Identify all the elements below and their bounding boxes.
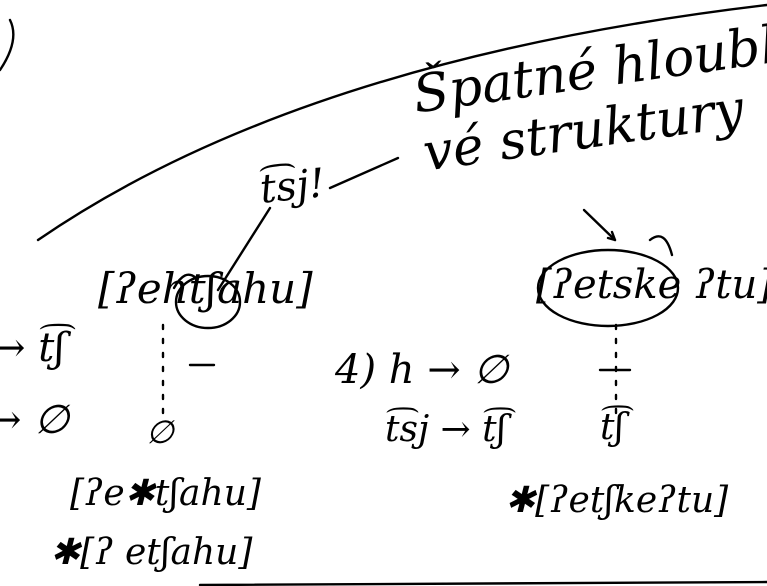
right-underlying-form: [ʔetske ʔtu] bbox=[536, 262, 767, 308]
arrow-to-right-circle bbox=[582, 208, 617, 242]
arrow-to-left-circle bbox=[216, 206, 272, 292]
top-left-arc-stroke bbox=[0, 18, 15, 72]
left-circle bbox=[174, 274, 242, 330]
tsj-label: t͡sj! bbox=[257, 160, 328, 213]
left-node-null: ∅ bbox=[146, 413, 174, 451]
right-curl bbox=[648, 235, 674, 257]
right-node-tsh: t͡ʃ bbox=[600, 407, 625, 448]
right-surface-form: ✱[ʔetʃkeʔtu] bbox=[505, 480, 729, 521]
rule-h-deletion: 4) h → ∅ bbox=[335, 347, 509, 393]
left-curl bbox=[172, 273, 198, 290]
left-rule-null: → ∅ bbox=[0, 397, 70, 443]
bottom-rule bbox=[198, 580, 767, 586]
dash-to-tsj bbox=[328, 156, 400, 190]
left-underlying-form: [ʔehtʃahu] bbox=[98, 264, 313, 313]
right-arrow-head bbox=[606, 230, 617, 242]
right-circle bbox=[536, 248, 680, 328]
large-sweeping-arc bbox=[36, 3, 767, 242]
left-surface-form-2: ✱[ʔ etʃahu] bbox=[50, 532, 253, 573]
left-rule-tsh: → t͡ʃ bbox=[0, 325, 66, 371]
left-surface-form-1: [ʔe✱tʃahu] bbox=[70, 473, 261, 514]
rule-tsj-to-tsh: t͡sj → t͡ʃ bbox=[385, 409, 507, 450]
